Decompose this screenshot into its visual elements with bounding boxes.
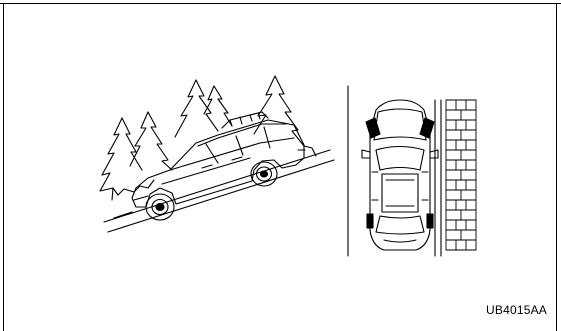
car-parked-near-curb-icon	[348, 86, 476, 256]
pine-tree-icon	[254, 76, 316, 156]
sedan-top-view-icon	[362, 100, 438, 250]
brick-sidewalk	[446, 100, 476, 250]
hill-slope	[108, 160, 334, 232]
car-parked-on-hill-icon	[100, 76, 334, 232]
pine-tree-icon	[100, 118, 154, 200]
figure-code-label: UB4015AA	[486, 303, 547, 317]
pine-tree-icon	[175, 80, 218, 137]
pine-tree-icon	[204, 86, 232, 126]
